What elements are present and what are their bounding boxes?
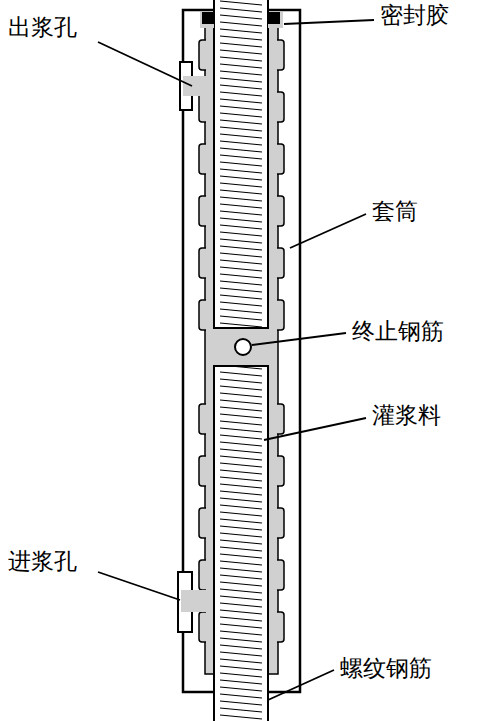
seal-seat [268,12,283,28]
lower-rebar [214,366,268,721]
upper-rebar [214,0,268,328]
stop-bar [235,339,251,355]
callout-label: 终止钢筋 [350,318,446,344]
inlet-channel [181,590,207,612]
leader-lines [98,20,374,700]
callout-label: 螺纹钢筋 [338,655,434,681]
upper-rebar-thread [214,0,268,328]
lower-rebar-thread [214,366,268,721]
sealant [202,12,214,24]
callout-label: 套筒 [370,198,420,224]
callout-label: 灌浆料 [370,402,443,428]
callout-label: 出浆孔 [6,14,79,40]
outlet-channel [183,76,207,96]
sealant [268,12,280,24]
callout-label: 密封胶 [378,2,451,28]
seal-seat [200,12,214,28]
callout-label: 进浆孔 [6,548,79,574]
